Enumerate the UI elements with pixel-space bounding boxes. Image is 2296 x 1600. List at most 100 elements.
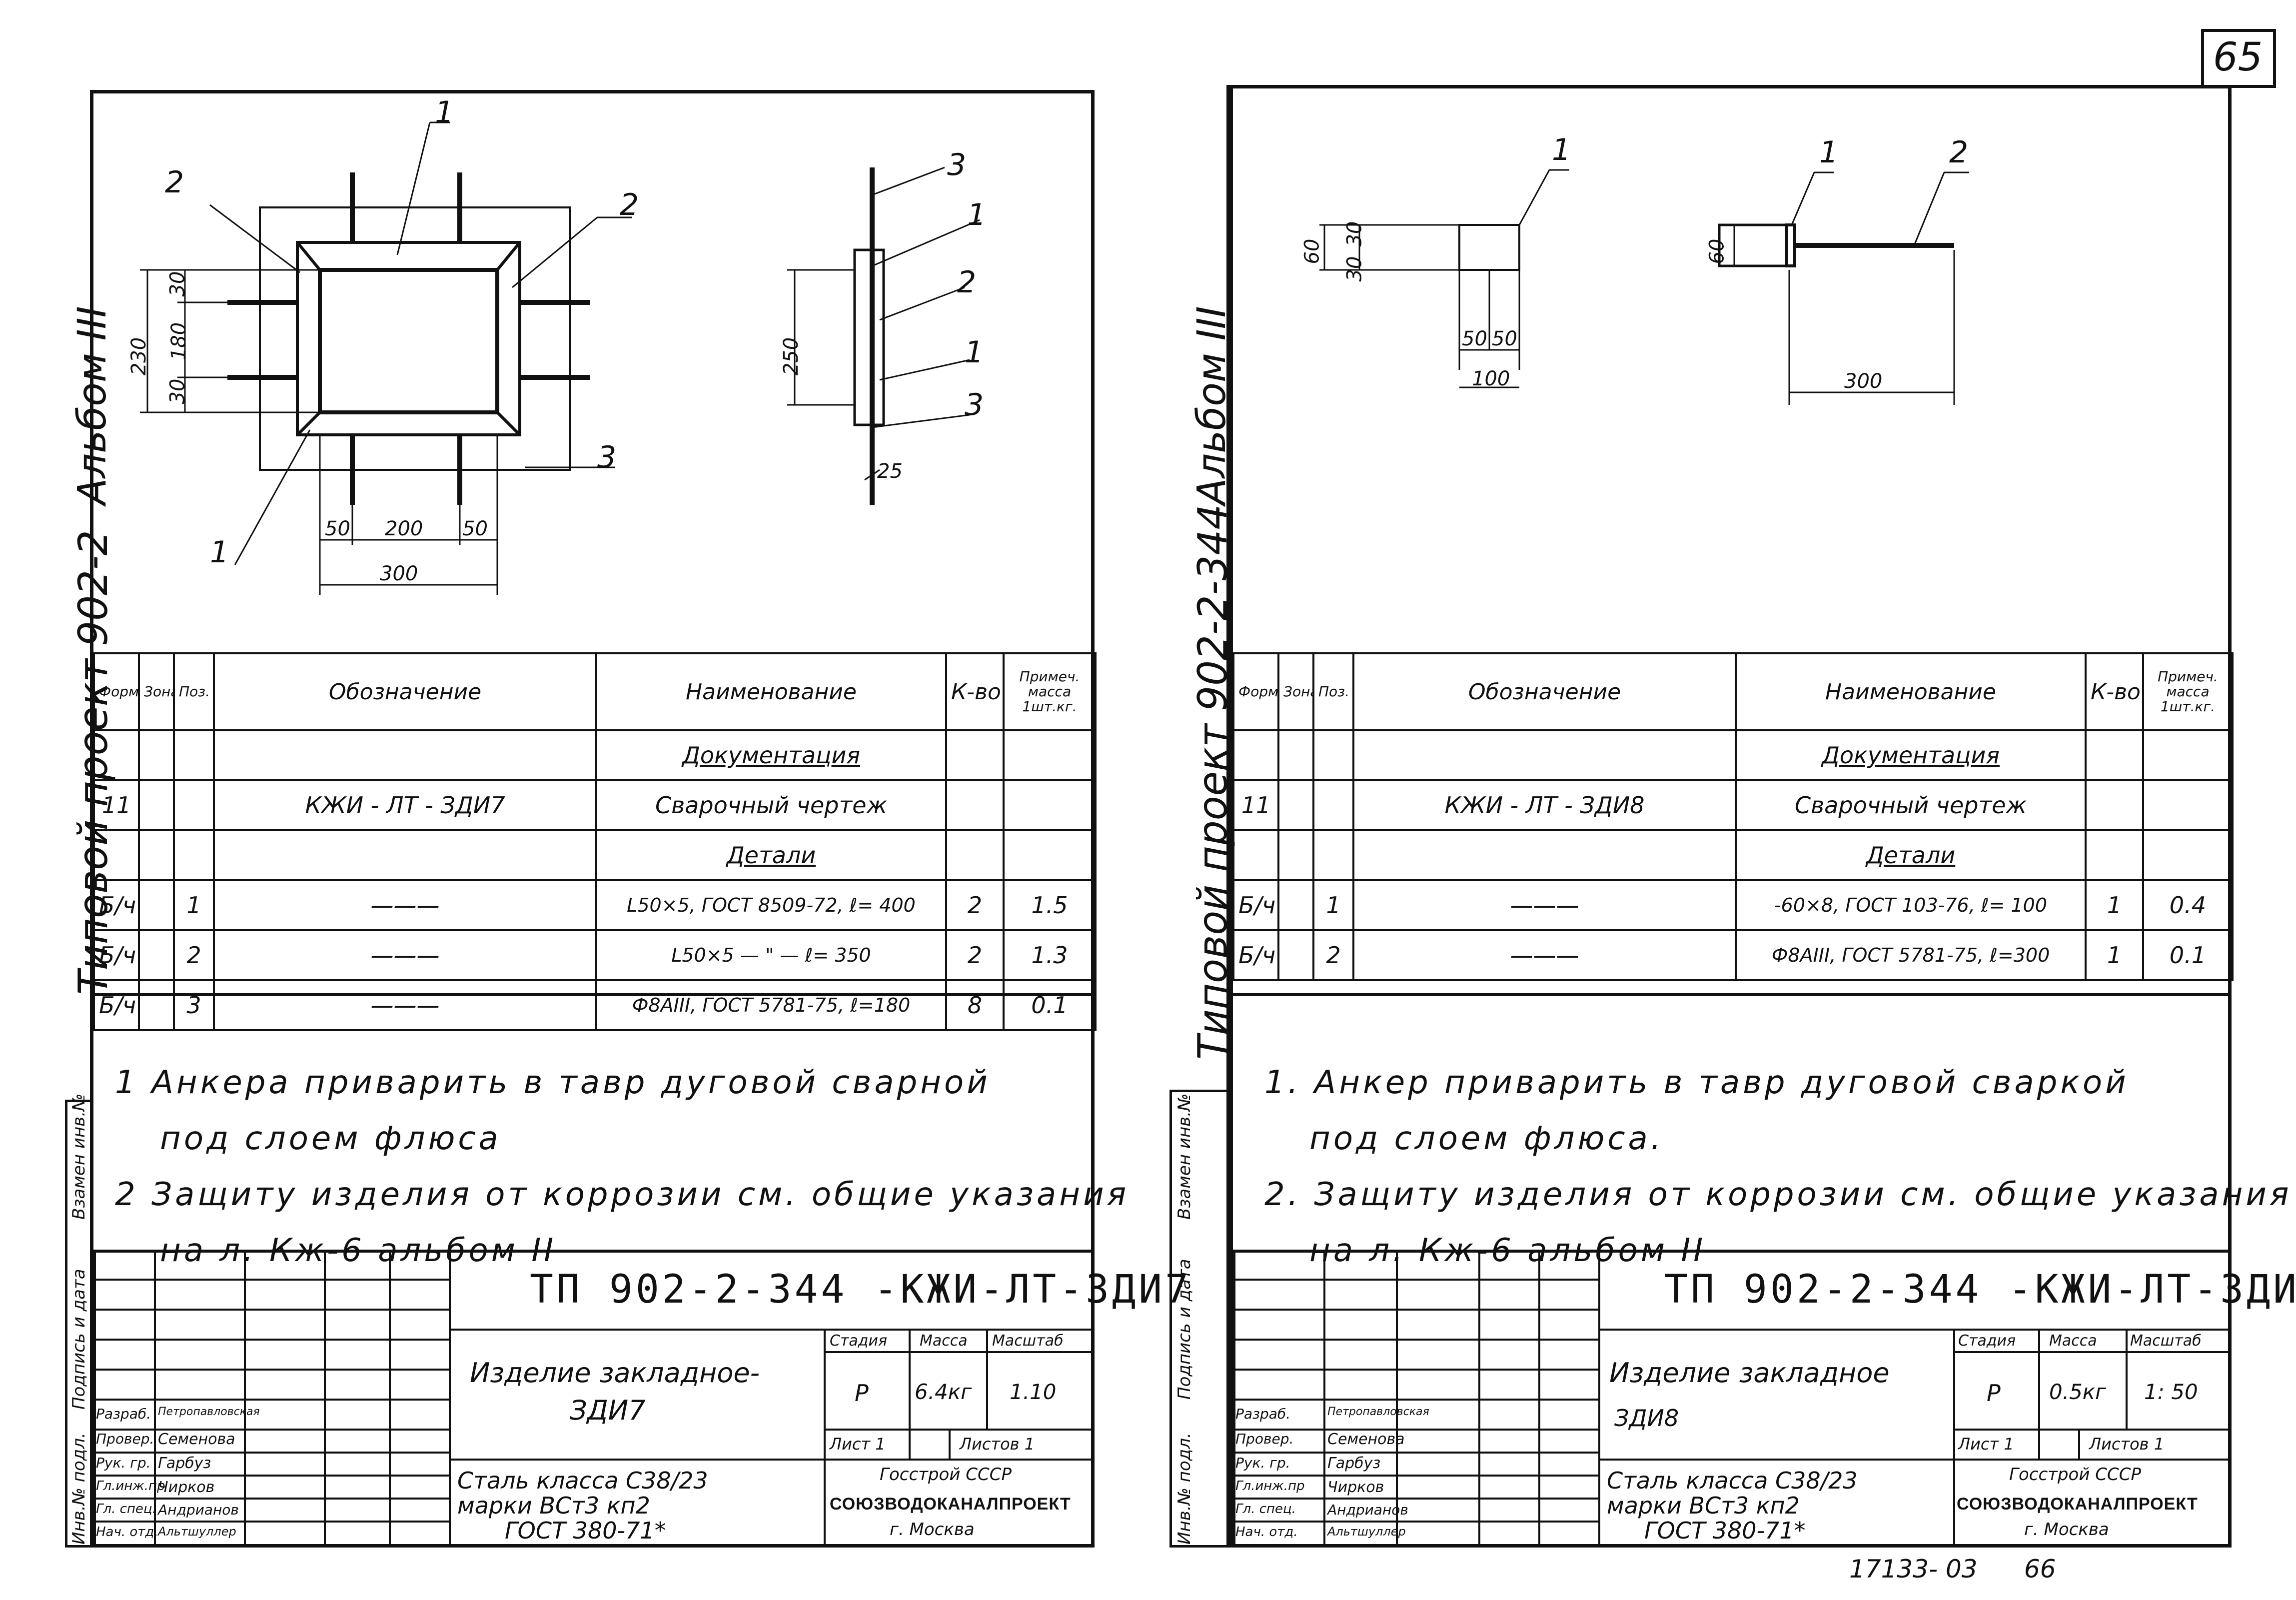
left-material-2: марки ВСт3 кп2 bbox=[457, 1492, 650, 1519]
dim-right-h1: 60 bbox=[1300, 238, 1324, 264]
dim-right-w1: 50 bbox=[1462, 327, 1487, 350]
section-doc: Документация bbox=[1735, 729, 2087, 781]
leader-label: 2 bbox=[1949, 135, 1969, 170]
right-scale-label: Масштаб bbox=[2130, 1332, 2202, 1350]
dim-right-wtotal: 100 bbox=[1472, 367, 1510, 390]
role: Нач. отд. bbox=[1235, 1525, 1298, 1540]
dim-left-top: 30 bbox=[166, 271, 189, 297]
role: Гл.инж.пр bbox=[96, 1479, 165, 1494]
note-line: под слоем флюса bbox=[160, 1120, 501, 1157]
dim-left-mid: 180 bbox=[167, 322, 191, 361]
right-stage: Р bbox=[1987, 1380, 2001, 1407]
dim-right-h3: 30 bbox=[1343, 256, 1366, 282]
dim-left-btotal: 300 bbox=[380, 562, 418, 585]
dim-left-b2: 200 bbox=[385, 517, 423, 540]
doc-format: 11 bbox=[1232, 779, 1279, 831]
right-stamp-1: Взамен инв.№ bbox=[1174, 1093, 1194, 1220]
right-title-block bbox=[1232, 1250, 2232, 1548]
doc-name: Сварочный чертеж bbox=[595, 779, 947, 831]
left-item-code: ЗДИ7 bbox=[570, 1395, 646, 1426]
left-mass: 6.4кг bbox=[915, 1380, 972, 1404]
dim-left-side-t: 25 bbox=[877, 460, 903, 483]
hdr-zone: Зона bbox=[1277, 652, 1314, 731]
note-line: 2 Защиту изделия от коррозии см. общие у… bbox=[115, 1176, 1130, 1213]
dim-left-b1: 50 bbox=[325, 517, 350, 540]
hdr-name: Наименование bbox=[1735, 652, 2087, 731]
hdr-qty: К-во bbox=[2085, 652, 2144, 731]
doc-name: Сварочный чертеж bbox=[1735, 779, 2087, 831]
hdr-designation: Обозначение bbox=[1352, 652, 1737, 731]
right-doc-code: ТП 902-2-344 -КЖИ-ЛТ-ЗДИ8 bbox=[1664, 1267, 2296, 1312]
dim-right-h2: 30 bbox=[1343, 221, 1366, 247]
leader-label: 2 bbox=[165, 165, 184, 200]
right-material-2: марки ВСт3 кп2 bbox=[1607, 1492, 1800, 1519]
person: Петропавловская bbox=[158, 1406, 260, 1418]
leader-label: 3 bbox=[597, 440, 617, 475]
left-stamp-strip bbox=[65, 1100, 93, 1548]
left-sheet-label: Лист 1 bbox=[830, 1435, 886, 1454]
right-scale: 1: 50 bbox=[2144, 1380, 2198, 1404]
leader-label: 2 bbox=[957, 265, 977, 300]
right-org-3: г. Москва bbox=[2024, 1520, 2109, 1540]
dim-right-len: 300 bbox=[1844, 370, 1883, 393]
left-stage: Р bbox=[855, 1380, 869, 1407]
leader-label: 1 bbox=[210, 535, 229, 570]
left-stamp-2: Подпись и дата bbox=[69, 1269, 89, 1410]
role: Гл.инж.пр bbox=[1235, 1479, 1305, 1494]
left-stamp-3: Инв.№ подл. bbox=[69, 1433, 89, 1545]
right-org-2: СОЮЗВОДОКАНАЛПРОЕКТ bbox=[1957, 1495, 2198, 1514]
role: Гл. спец. bbox=[96, 1502, 156, 1517]
right-project-label: Типовой проект 902-2-344 bbox=[1189, 504, 1236, 1060]
right-notes: 1. Анкер приварить в тавр дуговой сварко… bbox=[1264, 1055, 2292, 1279]
left-spec-table: Формат Зона Поз. Обозначение Наименовани… bbox=[93, 652, 1097, 1031]
leader-label: 1 bbox=[435, 95, 454, 130]
hdr-note: Примеч. масса 1шт.кг. bbox=[2142, 652, 2234, 731]
role: Разраб. bbox=[1235, 1406, 1291, 1422]
dim-right-w2: 50 bbox=[1492, 327, 1517, 350]
person: Альтшуллер bbox=[1327, 1525, 1406, 1539]
doc-format: 11 bbox=[93, 779, 140, 831]
left-org-1: Госстрой СССР bbox=[880, 1465, 1012, 1485]
left-doc-code: ТП 902-2-344 -КЖИ-ЛТ-ЗДИ7 bbox=[530, 1267, 1191, 1312]
section-parts: Детали bbox=[595, 829, 947, 881]
left-mass-label: Масса bbox=[920, 1332, 968, 1350]
left-org-3: г. Москва bbox=[890, 1520, 975, 1540]
doc-designation: КЖИ - ЛТ - ЗДИ7 bbox=[213, 779, 597, 831]
left-org-2: СОЮЗВОДОКАНАЛПРОЕКТ bbox=[830, 1495, 1071, 1514]
person: Альтшуллер bbox=[158, 1525, 236, 1539]
role: Рук. гр. bbox=[1235, 1455, 1290, 1471]
dim-right-h-side: 60 bbox=[1705, 238, 1729, 264]
leader-label: 1 bbox=[965, 335, 984, 370]
right-item-title: Изделие закладное bbox=[1609, 1357, 1890, 1389]
right-mass-label: Масса bbox=[2049, 1332, 2097, 1350]
footer-ref: 17133- 03 bbox=[1849, 1555, 1978, 1584]
left-stamp-1: Взамен инв.№ bbox=[69, 1093, 89, 1220]
left-album-label: Альбом III bbox=[70, 306, 115, 505]
person: Чирков bbox=[158, 1479, 215, 1496]
leader-label: 3 bbox=[947, 147, 967, 182]
person: Андрианов bbox=[1327, 1502, 1408, 1518]
left-item-title: Изделие закладное- bbox=[470, 1357, 760, 1389]
person: Гарбуз bbox=[158, 1455, 211, 1472]
person: Чирков bbox=[1327, 1479, 1384, 1496]
right-org-1: Госстрой СССР bbox=[2009, 1465, 2141, 1485]
hdr-note: Примеч. масса 1шт.кг. bbox=[1003, 652, 1097, 731]
left-scale: 1.10 bbox=[1010, 1380, 1057, 1404]
leader-label: 1 bbox=[1819, 135, 1839, 170]
left-sheets-label: Листов 1 bbox=[960, 1435, 1035, 1454]
left-material-3: ГОСТ 380-71* bbox=[505, 1517, 666, 1544]
dim-left-b3: 50 bbox=[462, 517, 488, 540]
hdr-designation: Обозначение bbox=[213, 652, 597, 731]
page-number: 65 bbox=[2213, 35, 2263, 80]
person: Гарбуз bbox=[1327, 1455, 1381, 1472]
hdr-format: Формат bbox=[93, 652, 140, 731]
right-stage-label: Стадия bbox=[1958, 1332, 2016, 1350]
role: Разраб. bbox=[96, 1406, 151, 1422]
left-scale-label: Масштаб bbox=[992, 1332, 1064, 1350]
person: Петропавловская bbox=[1327, 1406, 1429, 1418]
role: Рук. гр. bbox=[96, 1455, 151, 1471]
